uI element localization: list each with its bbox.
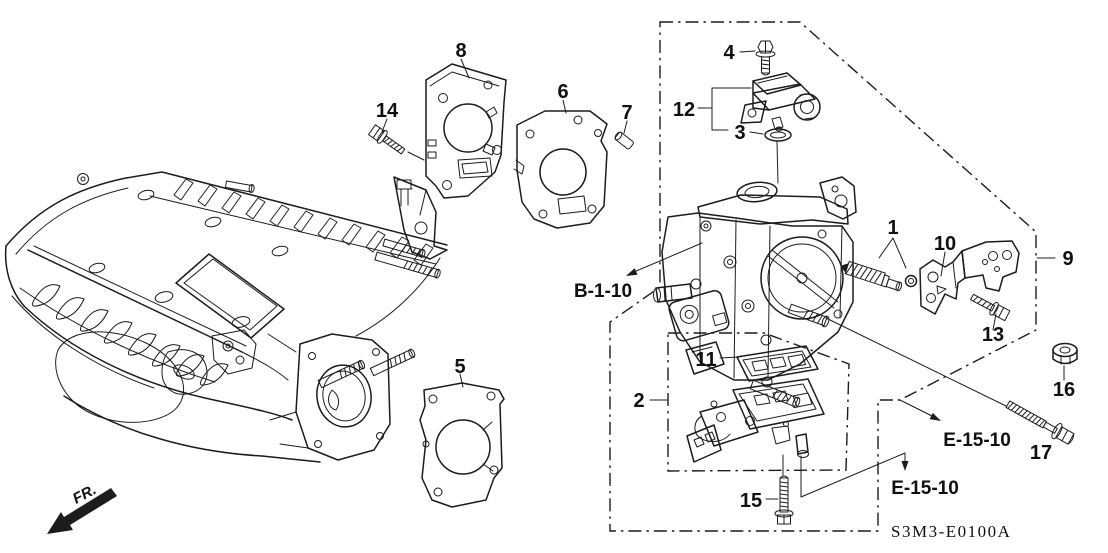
intake-manifold — [4, 171, 448, 463]
callout-12: 12 — [673, 99, 695, 121]
part-4-bolt — [755, 40, 776, 76]
part-3-o-ring — [764, 128, 792, 142]
cross-reference-b-1-10: B-1-10 — [574, 281, 632, 302]
fr-direction-arrow-icon — [47, 488, 117, 534]
part-17-bolt — [1005, 400, 1075, 445]
detail-view-boundary-box — [609, 21, 1037, 532]
reference-arrows — [626, 242, 941, 498]
part-16-nut — [1052, 342, 1078, 365]
cross-reference-e-15-10-upper: E-15-10 — [943, 430, 1011, 451]
callout-17: 17 — [1030, 442, 1052, 464]
callout-2: 2 — [633, 390, 644, 412]
diagram-code: S3M3-E0100A — [891, 522, 1011, 541]
part-7-dowel-pin — [614, 131, 634, 150]
callout-3: 3 — [734, 122, 745, 144]
manifold-runner-fins — [31, 284, 229, 386]
throttle-body — [653, 141, 857, 409]
callout-13: 13 — [982, 324, 1004, 346]
iac-detail-boundary-box — [667, 332, 850, 472]
callout-10: 10 — [934, 233, 956, 255]
callout-14: 14 — [376, 100, 399, 122]
part-15-screw — [774, 454, 794, 525]
manifold-throttle-flange — [267, 333, 416, 461]
part-5-gasket — [419, 382, 505, 508]
callout-9: 9 — [1062, 248, 1073, 270]
callout-5: 5 — [454, 356, 465, 378]
callout-4: 4 — [723, 42, 735, 64]
part-1-screw-set — [840, 237, 918, 292]
leader-lines — [381, 50, 1065, 500]
callout-8: 8 — [455, 40, 466, 62]
callout-6: 6 — [557, 81, 568, 103]
manifold-rib-slots — [173, 178, 434, 266]
part-8-spacer-plate — [425, 63, 507, 199]
part-13-bolt — [970, 293, 1011, 322]
part-6-gasket — [513, 110, 608, 229]
callout-15: 15 — [740, 490, 762, 512]
callout-11: 11 — [695, 349, 716, 371]
callout-1: 1 — [887, 217, 898, 239]
part-11-gasket — [736, 345, 819, 382]
manifold-bolt-holes — [88, 189, 289, 328]
part-14-bolt — [368, 124, 425, 161]
callout-7: 7 — [621, 102, 632, 124]
callout-16: 16 — [1053, 379, 1075, 401]
cross-reference-e-15-10-lower: E-15-10 — [891, 478, 959, 499]
part-2-iac-valve-assembly — [686, 345, 825, 463]
part-12-map-sensor — [740, 72, 821, 132]
